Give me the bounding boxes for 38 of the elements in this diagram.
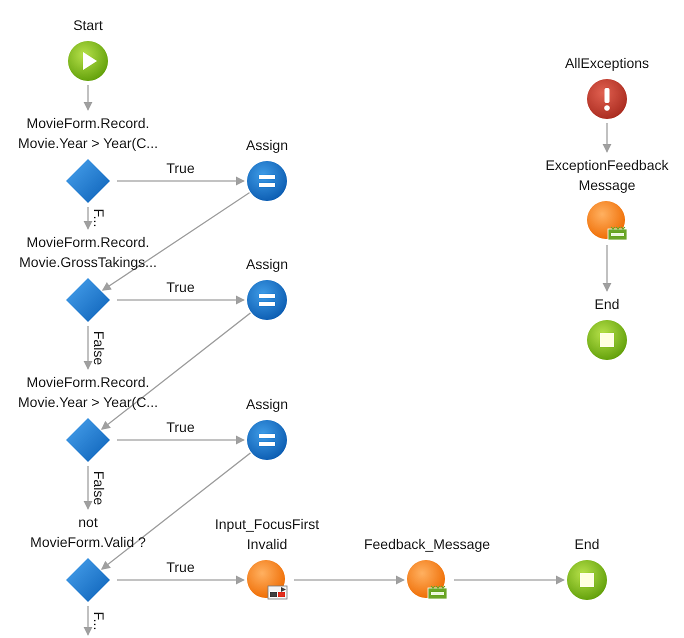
- node-label: End: [594, 295, 620, 314]
- arrow: [84, 326, 92, 370]
- edge-label: True: [166, 279, 195, 295]
- edge-label: True: [166, 419, 195, 435]
- edge-label: True: [166, 559, 195, 575]
- arrow: [117, 176, 245, 186]
- arrow: [84, 207, 92, 230]
- node-label: Assign: [246, 255, 288, 274]
- arrow: [84, 466, 92, 510]
- edge-label: False: [91, 330, 107, 365]
- node-label: Input_FocusFirst Invalid: [214, 515, 320, 554]
- arrow: [117, 436, 245, 444]
- node-label: Assign: [246, 136, 288, 155]
- arrow: [102, 192, 250, 291]
- arrow: [454, 576, 565, 584]
- edge-label: False: [91, 470, 107, 505]
- arrow: [117, 296, 245, 304]
- node-label: MovieForm.Record. Movie.Year > Year(C...: [17, 114, 159, 153]
- node-label: MovieForm.Record. Movie.GrossTakings...: [18, 233, 158, 272]
- arrow: [602, 123, 612, 153]
- node-label: not MovieForm.Valid ?: [29, 513, 147, 552]
- node-label: Feedback_Message: [364, 535, 490, 554]
- edge-label: True: [166, 160, 195, 176]
- node-label: End: [574, 535, 600, 554]
- arrow: [100, 312, 251, 430]
- node-label: AllExceptions: [564, 54, 650, 73]
- edge-label: F...: [91, 208, 107, 228]
- node-label: Start: [73, 16, 103, 35]
- arrow: [117, 576, 245, 584]
- arrow: [84, 85, 92, 111]
- node-label: MovieForm.Record. Movie.Year > Year(C...: [17, 373, 159, 412]
- arrow: [100, 452, 251, 570]
- node-label: Assign: [246, 395, 288, 414]
- node-label: ExceptionFeedback Message: [544, 156, 670, 195]
- edge-label: F...: [91, 611, 107, 630]
- arrow: [294, 576, 405, 584]
- arrow: [84, 606, 92, 636]
- arrow: [602, 245, 612, 292]
